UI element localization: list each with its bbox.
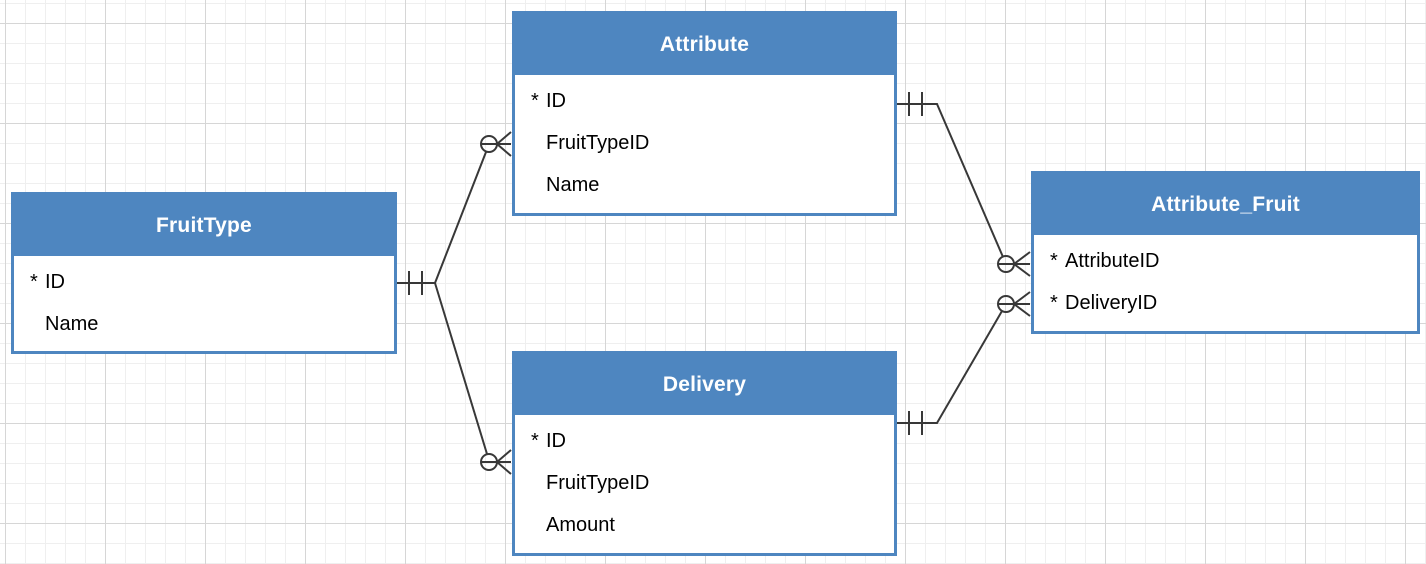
column-name: ID <box>45 270 65 293</box>
column-row[interactable]: * AttributeID <box>1034 240 1417 282</box>
primary-key-marker: * <box>531 429 539 452</box>
entity-title[interactable]: Delivery <box>515 354 894 415</box>
relationship-fruittype-delivery[interactable] <box>434 282 512 475</box>
edge-line[interactable] <box>897 310 1003 424</box>
column-name: Name <box>45 312 99 335</box>
entity-table-fruittype[interactable]: FruitType * ID Name <box>11 192 397 354</box>
column-name: AttributeID <box>1065 249 1160 272</box>
primary-key-marker: * <box>1050 249 1058 272</box>
primary-key-marker: * <box>1050 291 1058 314</box>
column-row[interactable]: Amount <box>515 504 894 546</box>
edge-line[interactable] <box>434 282 488 455</box>
entity-table-attribute-fruit[interactable]: Attribute_Fruit * AttributeID * Delivery… <box>1031 171 1420 334</box>
primary-key-marker: * <box>531 89 539 112</box>
column-name: FruitTypeID <box>546 131 650 154</box>
column-name: ID <box>546 429 566 452</box>
column-name: Name <box>546 173 600 196</box>
column-row[interactable]: * DeliveryID <box>1034 282 1417 324</box>
column-row[interactable]: FruitTypeID <box>515 462 894 504</box>
entity-title[interactable]: Attribute_Fruit <box>1034 174 1417 235</box>
entity-title[interactable]: Attribute <box>515 14 894 75</box>
relationship-fruittype-attribute[interactable] <box>397 131 512 295</box>
crow-foot-many-icon <box>481 449 512 475</box>
column-row[interactable]: FruitTypeID <box>515 122 894 164</box>
entity-column-list: * ID Name <box>14 256 394 345</box>
column-row[interactable]: Name <box>14 303 394 345</box>
column-name: DeliveryID <box>1065 291 1158 314</box>
column-row[interactable]: * ID <box>515 420 894 462</box>
one-and-only-one-marker-icon <box>908 92 923 116</box>
edge-line[interactable] <box>397 151 487 284</box>
entity-title[interactable]: FruitType <box>14 195 394 256</box>
crow-foot-many-icon <box>998 251 1031 277</box>
column-name: Amount <box>546 513 615 536</box>
column-name: FruitTypeID <box>546 471 650 494</box>
relationship-delivery-attributefruit[interactable] <box>897 291 1031 435</box>
column-name: ID <box>546 89 566 112</box>
crow-foot-many-icon <box>998 291 1031 317</box>
primary-key-marker: * <box>30 270 38 293</box>
column-row[interactable]: * ID <box>14 261 394 303</box>
one-and-only-one-marker-icon <box>408 271 423 295</box>
entity-table-attribute[interactable]: Attribute * ID FruitTypeID Name <box>512 11 897 216</box>
column-row[interactable]: Name <box>515 164 894 206</box>
crow-foot-many-icon <box>481 131 512 157</box>
one-and-only-one-marker-icon <box>908 411 923 435</box>
edge-line[interactable] <box>897 103 1004 258</box>
relationship-attribute-attributefruit[interactable] <box>897 92 1031 277</box>
column-row[interactable]: * ID <box>515 80 894 122</box>
entity-column-list: * ID FruitTypeID Amount <box>515 415 894 546</box>
entity-column-list: * AttributeID * DeliveryID <box>1034 235 1417 324</box>
entity-table-delivery[interactable]: Delivery * ID FruitTypeID Amount <box>512 351 897 556</box>
entity-column-list: * ID FruitTypeID Name <box>515 75 894 206</box>
